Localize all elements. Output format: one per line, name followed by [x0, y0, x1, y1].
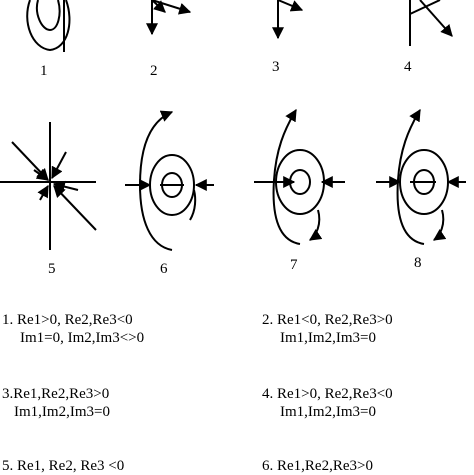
panel-label-3: 3	[272, 59, 280, 75]
portrait-6	[125, 110, 214, 251]
condition-4: 4. Re1>0, Re2,Re3<0 Im1,Im2,Im3=0	[262, 385, 393, 421]
condition-2-line2: Im1,Im2,Im3=0	[280, 330, 376, 346]
portrait-4	[409, 0, 453, 46]
panel-label-6: 6	[160, 261, 168, 277]
condition-3-line1: 3.Re1,Re2,Re3>0	[2, 386, 110, 402]
condition-1-line1: 1. Re1>0, Re2,Re3<0	[2, 312, 133, 328]
condition-4-line2: Im1,Im2,Im3=0	[280, 404, 376, 420]
condition-5: 5. Re1, Re2, Re3 <0	[2, 457, 124, 475]
condition-2-line1: 2. Re1<0, Re2,Re3>0	[262, 312, 393, 328]
panel-label-2: 2	[150, 63, 158, 79]
condition-1-line2: Im1=0, Im2,Im3<>0	[20, 330, 145, 346]
condition-2: 2. Re1<0, Re2,Re3>0 Im1,Im2,Im3=0	[262, 311, 393, 347]
condition-6: 6. Re1,Re2,Re3>0	[262, 457, 373, 475]
portrait-7	[254, 108, 345, 245]
portrait-5	[0, 122, 97, 250]
condition-5-line1: 5. Re1, Re2, Re3 <0	[2, 458, 125, 474]
portrait-1	[26, 0, 71, 52]
condition-3-line2: Im1,Im2,Im3=0	[14, 404, 110, 420]
panel-label-5: 5	[48, 261, 56, 277]
panel-label-4: 4	[404, 59, 412, 75]
condition-3: 3.Re1,Re2,Re3>0 Im1,Im2,Im3=0	[2, 385, 110, 421]
panel-label-7: 7	[290, 257, 298, 273]
portrait-2	[146, 0, 192, 36]
condition-4-line1: 4. Re1>0, Re2,Re3<0	[262, 386, 393, 402]
condition-1: 1. Re1>0, Re2,Re3<0 Im1=0, Im2,Im3<>0	[2, 311, 144, 347]
portrait-8	[376, 108, 466, 245]
panel-label-8: 8	[414, 255, 422, 271]
panel-label-1: 1	[40, 63, 48, 79]
portrait-3	[272, 0, 304, 40]
condition-6-line1: 6. Re1,Re2,Re3>0	[262, 458, 373, 474]
